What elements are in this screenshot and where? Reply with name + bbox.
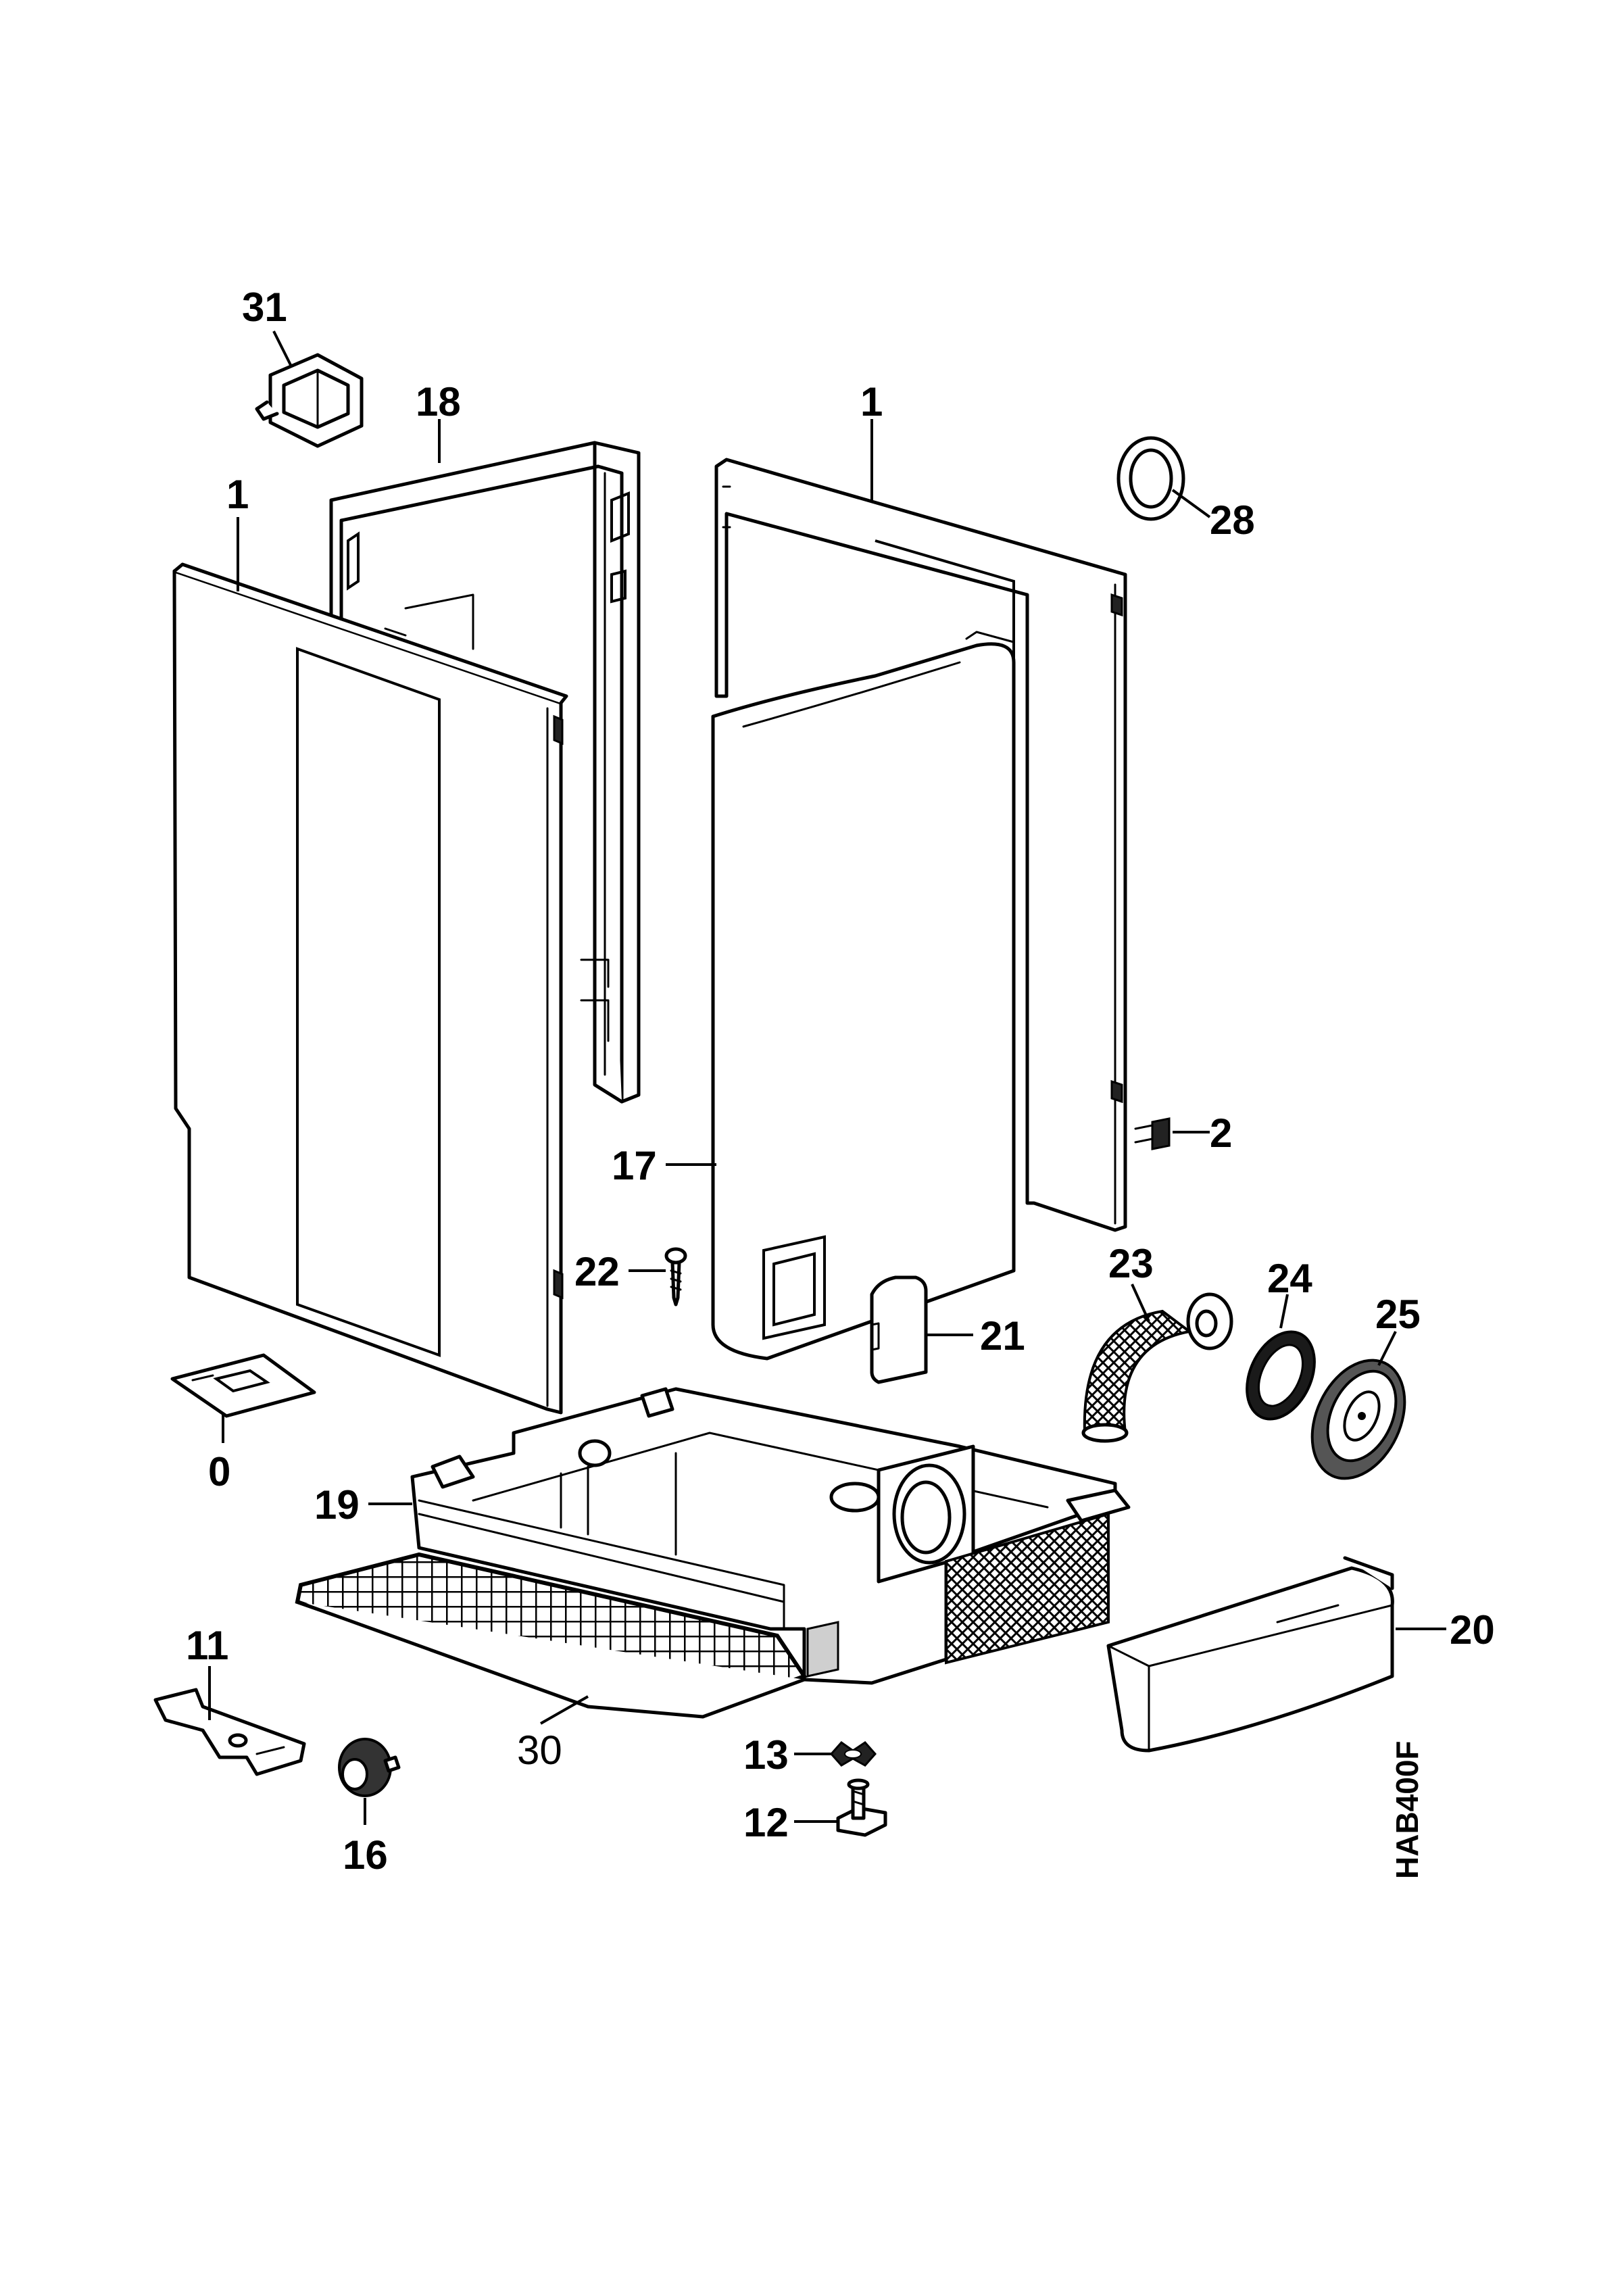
drawing-code-label: HAB400F — [1390, 1740, 1425, 1879]
callout-31: 31 — [242, 285, 287, 330]
leader-lines — [208, 331, 1446, 1825]
part-19-base-frame — [410, 1387, 1131, 1685]
part-28-ring — [1116, 436, 1185, 521]
callout-13: 13 — [743, 1732, 789, 1778]
part-30-grille-filter — [295, 1552, 808, 1719]
part-1-right-side-panel — [714, 458, 1127, 1232]
callout-21: 21 — [980, 1313, 1025, 1359]
callout-2: 2 — [1210, 1110, 1232, 1156]
part-16-foot — [338, 1738, 401, 1797]
callout-11: 11 — [186, 1623, 228, 1668]
part-0-plate — [170, 1353, 316, 1418]
leader-23 — [1131, 1284, 1150, 1322]
callout-1-left: 1 — [226, 472, 249, 517]
leader-24 — [1279, 1294, 1289, 1329]
part-12-adjustable-foot — [836, 1778, 887, 1837]
leader-31 — [272, 331, 292, 366]
callout-20: 20 — [1450, 1607, 1495, 1653]
part-22-screw — [664, 1247, 687, 1306]
callout-23: 23 — [1108, 1241, 1154, 1286]
callout-28: 28 — [1210, 497, 1255, 543]
part-31-bracket — [255, 353, 364, 448]
part-23-hose — [1081, 1292, 1233, 1443]
leader-25 — [1377, 1331, 1397, 1366]
callout-18: 18 — [416, 379, 461, 424]
callout-22: 22 — [574, 1249, 620, 1294]
part-13-star-washer — [829, 1740, 877, 1767]
callout-0: 0 — [208, 1449, 230, 1494]
leader-30 — [540, 1695, 589, 1725]
part-25-end-cap — [1310, 1359, 1406, 1480]
part-20-kick-panel — [1106, 1556, 1394, 1753]
leader-28 — [1171, 489, 1211, 518]
callout-17: 17 — [612, 1143, 657, 1188]
callout-25: 25 — [1375, 1292, 1421, 1337]
part-2-clip — [1134, 1117, 1171, 1150]
callout-16: 16 — [343, 1832, 388, 1878]
part-1-left-side-panel — [172, 562, 568, 1415]
callout-19: 19 — [314, 1482, 360, 1528]
part-17-front-panel — [711, 631, 1016, 1361]
callout-24: 24 — [1267, 1256, 1312, 1301]
callout-12: 12 — [743, 1800, 789, 1845]
part-11-bracket-plate — [153, 1688, 306, 1776]
callout-30: 30 — [517, 1728, 562, 1773]
part-21-cover-plate — [870, 1275, 928, 1384]
callout-1-right: 1 — [860, 379, 883, 424]
callout-labels: 31 18 1 1 28 2 17 22 23 24 25 21 0 19 20… — [186, 285, 1495, 1878]
part-24-seal — [1246, 1330, 1316, 1421]
